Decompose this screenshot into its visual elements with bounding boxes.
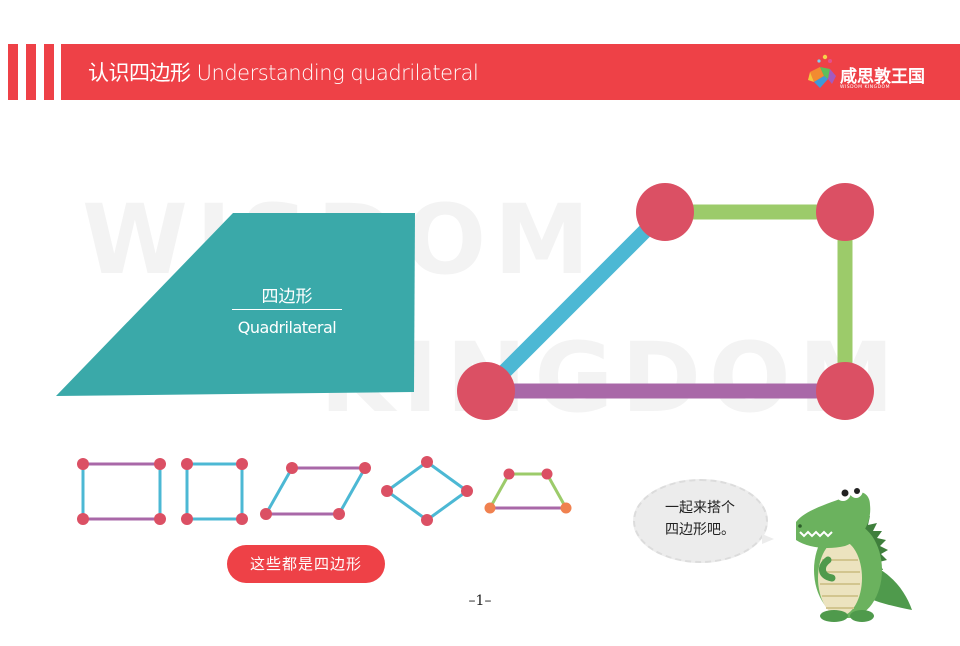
logo-icon <box>808 54 836 88</box>
logo-name: 咸思敦王国 <box>840 67 925 87</box>
header-stripes <box>8 44 54 100</box>
shape-label-divider <box>232 309 342 310</box>
speech-bubble-tail <box>762 534 774 544</box>
example-square <box>181 458 248 525</box>
logo-subtitle: WISDOM KINGDOM <box>840 85 890 90</box>
example-rectangle <box>77 458 166 525</box>
examples-button[interactable]: 这些都是四边形 <box>227 545 385 583</box>
speech-line-2: 四边形吧。 <box>665 522 735 538</box>
brand-logo: 咸思敦王国 WISDOM KINGDOM <box>806 50 936 94</box>
watermark-line-2: KINGDOM <box>320 322 903 434</box>
speech-bubble <box>633 479 768 563</box>
speech-bubble-text: 一起来搭个 四边形吧。 <box>650 497 750 541</box>
built-quadrilateral <box>457 183 874 420</box>
page-number: –1– <box>468 593 492 609</box>
example-trapezoid <box>484 468 572 514</box>
example-rhombus <box>381 456 473 526</box>
shape-label-english: Quadrilateral <box>237 318 337 337</box>
example-parallelogram <box>260 462 371 520</box>
shape-label-chinese: 四边形 <box>261 287 313 307</box>
quadrilateral-shape <box>56 213 415 396</box>
page-title: 认识四边形 Understanding quadrilateral <box>88 61 479 85</box>
crocodile-icon <box>796 482 912 622</box>
speech-line-1: 一起来搭个 <box>665 500 735 516</box>
